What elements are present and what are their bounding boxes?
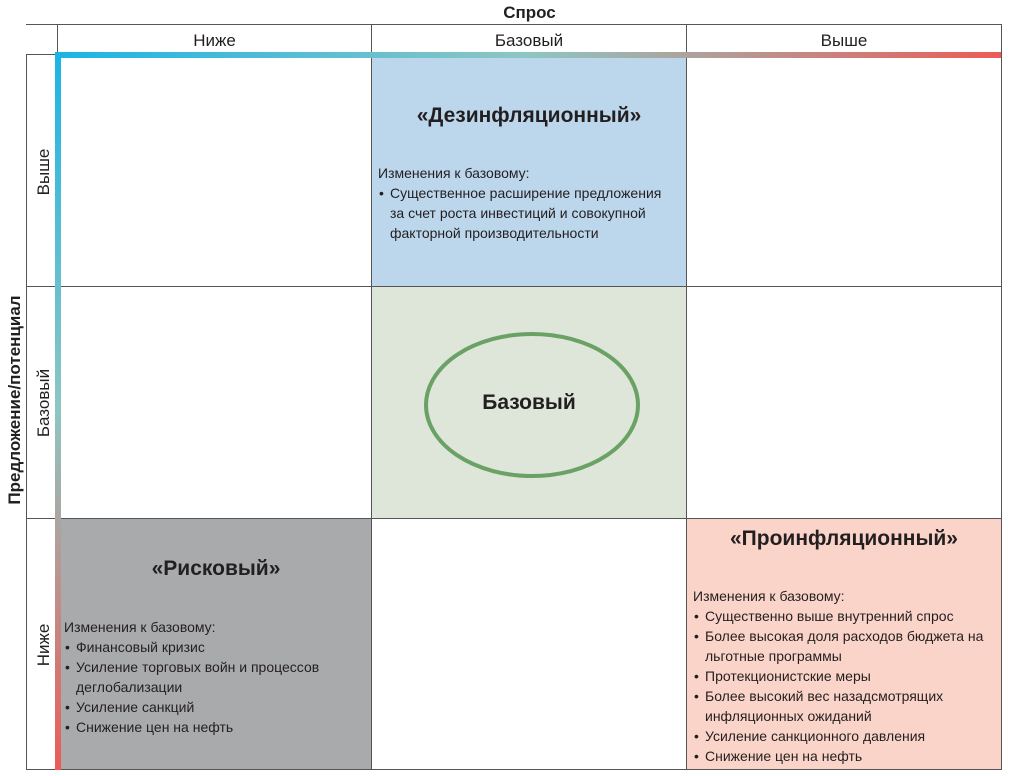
- list-item: Протекционистские меры: [693, 666, 993, 686]
- supply-gradient-bar: [55, 52, 61, 770]
- disinflation-title: «Дезинфляционный»: [416, 104, 642, 127]
- row-header-higher: Выше: [34, 148, 53, 196]
- col-header-base: Базовый: [494, 31, 564, 50]
- disinflation-cell: [372, 58, 686, 286]
- left-border-line: [26, 54, 27, 770]
- right-border-line: [1001, 24, 1002, 770]
- list-item: Усиление торговых войн и процессов дегло…: [64, 657, 364, 697]
- bottom-border-line: [26, 769, 1001, 770]
- base-title: Базовый: [482, 391, 576, 414]
- row-header-top-line: [26, 54, 58, 55]
- base-ellipse: [424, 332, 640, 478]
- row-header-lower: Ниже: [34, 623, 53, 667]
- list-item: Снижение цен на нефть: [693, 746, 993, 766]
- list-item: Финансовый кризис: [64, 637, 364, 657]
- col-header-higher: Выше: [820, 31, 868, 50]
- grid-line-col-2: [686, 24, 687, 770]
- supply-axis-title: Предложение/потенциал: [5, 295, 24, 505]
- grid-line-row-1: [26, 286, 1001, 287]
- col-header-lower: Ниже: [193, 31, 236, 50]
- disinflation-changes-label: Изменения к базовому:: [378, 165, 530, 181]
- list-item: Существенное расширение предложения за с…: [378, 183, 678, 243]
- grid-line-row-2: [26, 518, 1001, 519]
- demand-gradient-bar: [55, 52, 1001, 58]
- list-item: Существенно выше внутренний спрос: [693, 606, 993, 626]
- row-header-base: Базовый: [34, 368, 53, 438]
- risk-changes: Изменения к базовому: Финансовый кризис …: [64, 617, 364, 737]
- list-item: Усиление санкционного давления: [693, 726, 993, 746]
- list-item: Снижение цен на нефть: [64, 717, 364, 737]
- col-header-left-line: [57, 24, 58, 55]
- disinflation-changes: Изменения к базовому: Существенное расши…: [378, 163, 678, 243]
- proinflation-changes-label: Изменения к базовому:: [693, 588, 845, 604]
- risk-title: «Рисковый»: [151, 557, 281, 580]
- base-ellipse-graphic: [424, 332, 640, 478]
- grid-line-col-1: [371, 24, 372, 770]
- disinflation-scenario: «Дезинфляционный» Изменения к базовому: …: [372, 58, 686, 286]
- risk-scenario: «Рисковый» Изменения к базовому: Финансо…: [61, 519, 371, 769]
- proinflation-scenario: «Проинфляционный» Изменения к базовому: …: [687, 519, 1001, 769]
- top-border-line: [26, 24, 1001, 25]
- proinflation-title: «Проинфляционный»: [729, 527, 958, 550]
- list-item: Усиление санкций: [64, 697, 364, 717]
- risk-changes-label: Изменения к базовому:: [64, 619, 216, 635]
- list-item: Более высокий вес назадсмотрящих инфляци…: [693, 686, 993, 726]
- list-item: Более высокая доля расходов бюджета на л…: [693, 626, 993, 666]
- proinflation-changes: Изменения к базовому: Существенно выше в…: [693, 586, 993, 766]
- demand-axis-title: Спрос: [503, 3, 556, 22]
